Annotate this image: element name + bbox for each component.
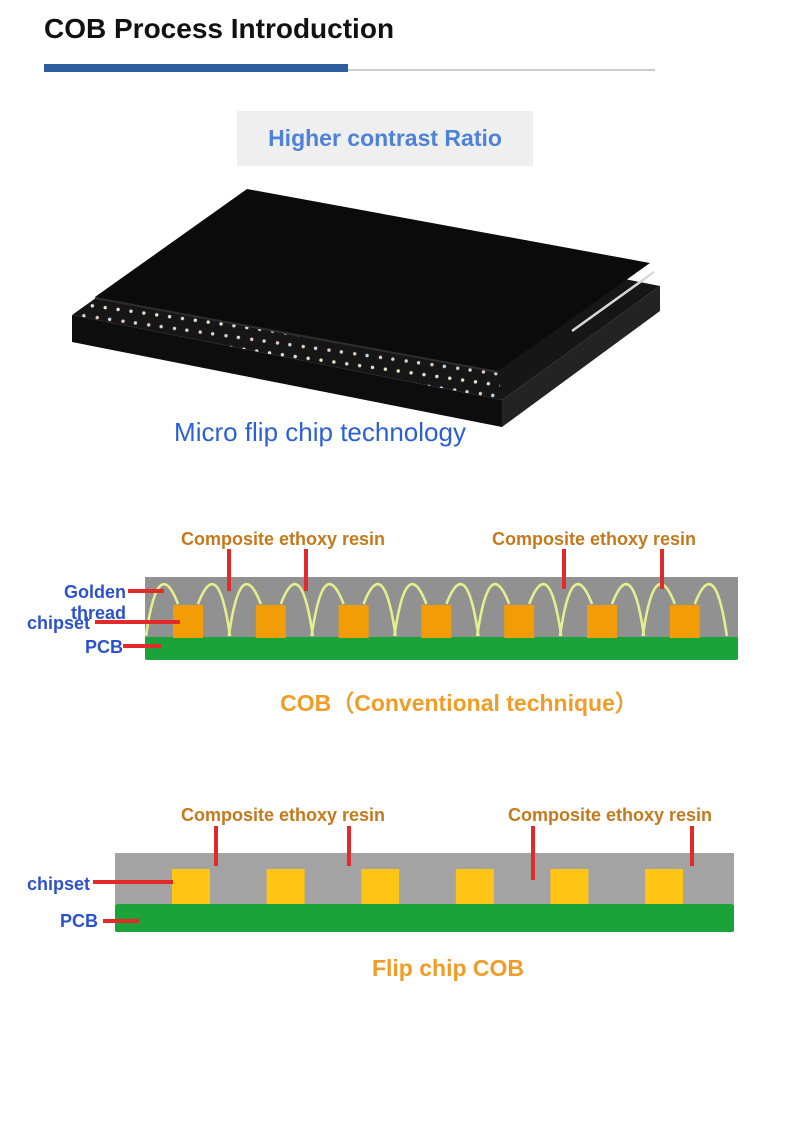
pointer-resin-left-1 <box>227 549 231 591</box>
gold-wire <box>693 582 729 637</box>
golden-thread-label: Golden thread <box>64 582 126 623</box>
panel-module-right-face <box>502 286 660 427</box>
chip-row <box>173 605 700 638</box>
gold-wire <box>558 582 594 637</box>
title-underline-thin-line <box>348 69 655 71</box>
panel-sheet-edge <box>94 297 499 373</box>
pointer-chipset <box>95 620 180 624</box>
panel-mask-sheet <box>95 189 650 371</box>
chip <box>361 869 400 904</box>
chip <box>172 869 210 904</box>
pointer-chipset <box>93 880 173 884</box>
pointer-resin-left-1 <box>214 826 218 866</box>
chip <box>421 605 452 638</box>
resin-label-left: Composite ethoxy resin <box>180 805 386 825</box>
feature-box-label: Higher contrast Ratio <box>268 125 502 151</box>
gold-wire <box>196 582 232 637</box>
pcb-label: PCB <box>59 911 98 931</box>
gold-wire <box>144 582 180 637</box>
chip <box>338 605 369 638</box>
pcb-label: PCB <box>84 637 123 657</box>
pcb-strip <box>145 637 738 660</box>
resin-body <box>115 853 734 904</box>
diagram-conventional <box>95 549 738 660</box>
pointer-golden-thread <box>128 589 164 593</box>
chip <box>455 869 494 904</box>
pointer-pcb <box>123 644 161 648</box>
pcb-strip <box>115 904 734 932</box>
gold-wire-row <box>144 582 729 637</box>
gold-wire <box>475 582 511 637</box>
chip <box>587 605 617 638</box>
chip <box>669 605 700 638</box>
diagram-conventional-caption: COB（Conventional technique） <box>280 690 638 716</box>
led-dot-strip <box>72 299 502 400</box>
led-panel-figure <box>72 189 660 427</box>
gold-wire <box>610 582 646 637</box>
gold-wire <box>393 582 428 637</box>
pointer-pcb <box>103 919 139 923</box>
resin-label-left: Composite ethoxy resin <box>180 529 386 549</box>
chip <box>255 605 286 638</box>
chip <box>266 869 305 904</box>
chip <box>645 869 683 904</box>
panel-figure-caption: Micro flip chip technology <box>174 417 466 447</box>
chipset-label: chipset <box>26 874 90 894</box>
diagram-flip-chip-caption: Flip chip COB <box>371 955 525 981</box>
chipset-label: chipset <box>26 613 90 633</box>
page-title: COB Process Introduction <box>44 13 395 44</box>
diagram-flip-chip <box>93 826 734 932</box>
pointer-resin-left-2 <box>347 826 351 866</box>
resin-label-right: Composite ethoxy resin <box>491 529 697 549</box>
gold-wire <box>279 582 315 637</box>
gold-wire <box>227 582 263 637</box>
gold-wire <box>362 582 397 637</box>
panel-gap-highlight <box>571 270 655 333</box>
pointer-resin-right-1 <box>531 826 535 880</box>
feature-box: Higher contrast Ratio <box>237 111 533 166</box>
chip-row <box>172 869 683 904</box>
gold-wire <box>641 582 677 637</box>
gold-wire <box>445 582 480 637</box>
pointer-resin-right-1 <box>562 549 566 589</box>
pointer-resin-right-2 <box>660 549 664 589</box>
title-underline-blue-bar <box>44 64 348 72</box>
chip <box>504 605 535 638</box>
pointer-resin-left-2 <box>304 549 308 591</box>
pointer-resin-right-2 <box>690 826 694 866</box>
gold-wire <box>527 582 563 637</box>
panel-module-front-face <box>72 315 502 427</box>
title-underline-rule <box>44 64 655 73</box>
gold-wire <box>310 582 345 637</box>
resin-label-right: Composite ethoxy resin <box>507 805 713 825</box>
chip <box>550 869 589 904</box>
